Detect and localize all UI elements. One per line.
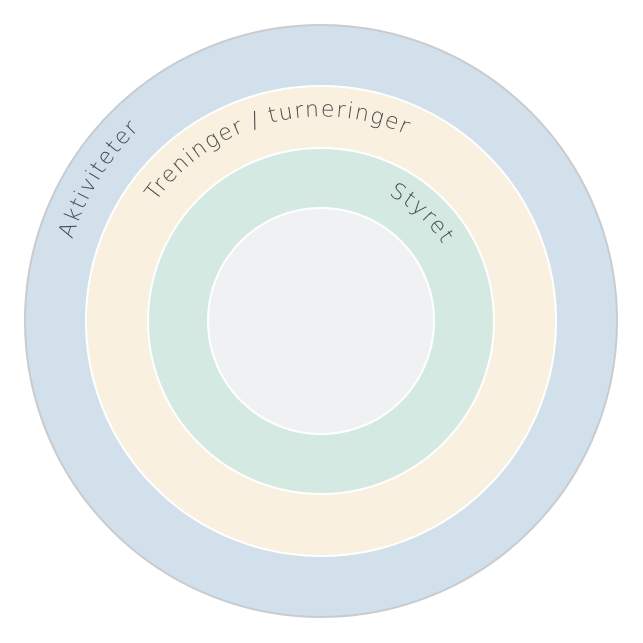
center-circle [207, 207, 435, 435]
